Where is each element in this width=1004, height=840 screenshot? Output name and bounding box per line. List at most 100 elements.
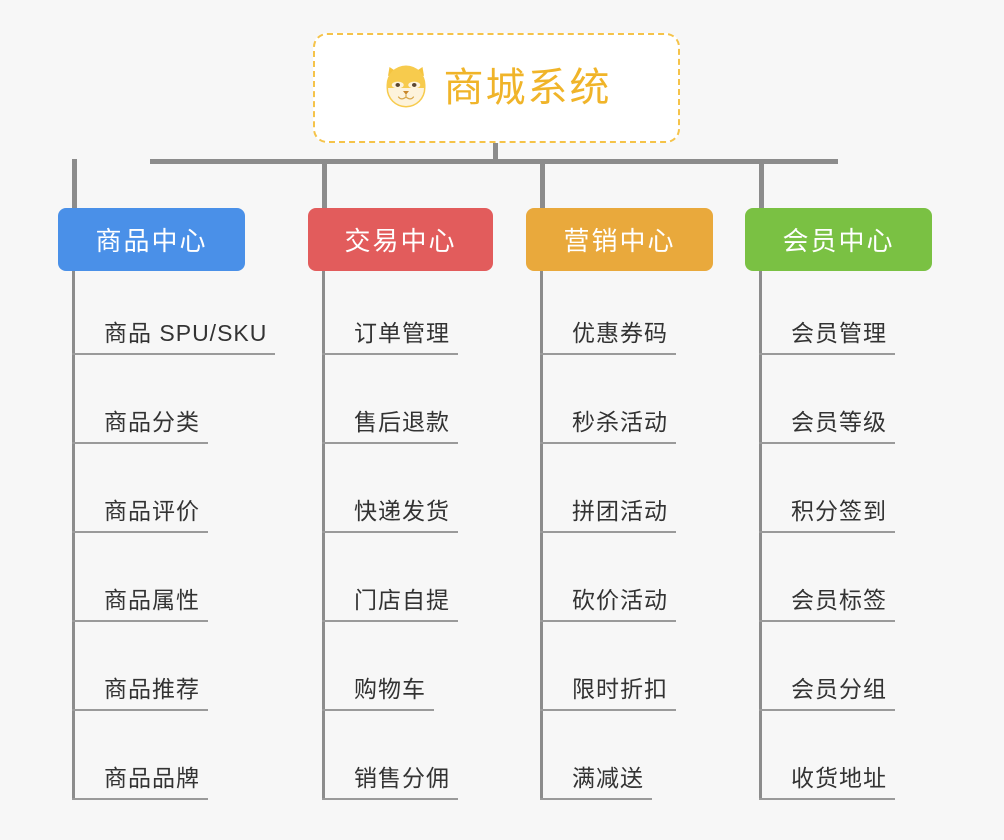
leaf-underline (540, 353, 676, 355)
leaf-label: 积分签到 (791, 498, 887, 524)
column-spine-marketing-center (540, 271, 543, 798)
leaf-item[interactable]: 销售分佣 (308, 716, 493, 805)
leaf-label: 售后退款 (354, 409, 450, 435)
connector-drop-transaction-center (322, 159, 327, 209)
leaf-underline (322, 709, 434, 711)
leaf-item[interactable]: 积分签到 (745, 449, 932, 538)
column-spine-product-center (72, 271, 75, 798)
leaf-label: 商品 SPU/SKU (104, 320, 268, 346)
leaf-label: 商品属性 (104, 587, 200, 613)
category-label: 会员中心 (782, 226, 895, 256)
leaf-label: 购物车 (354, 676, 426, 702)
leaf-label: 秒杀活动 (572, 409, 668, 435)
column-spine-transaction-center (322, 271, 325, 798)
column-product-center: 商品中心商品 SPU/SKU 商品分类商品评价商品属性商品推荐商品品牌 (58, 208, 275, 800)
leaf-item[interactable]: 门店自提 (308, 538, 493, 627)
leaf-underline (72, 798, 208, 800)
leaf-label: 销售分佣 (354, 765, 450, 791)
leaf-label: 商品推荐 (104, 676, 200, 702)
leaf-item[interactable]: 会员等级 (745, 360, 932, 449)
leaf-label: 收货地址 (791, 765, 887, 791)
leaf-underline (540, 798, 652, 800)
leaf-underline (759, 620, 895, 622)
leaf-label: 门店自提 (354, 587, 450, 613)
leaf-label: 商品品牌 (104, 765, 200, 791)
leaf-underline (72, 531, 208, 533)
leaf-underline (759, 353, 895, 355)
leaf-underline (540, 709, 676, 711)
leaf-item[interactable]: 商品 SPU/SKU (58, 271, 275, 360)
leaf-list-product-center: 商品 SPU/SKU 商品分类商品评价商品属性商品推荐商品品牌 (58, 271, 275, 805)
leaf-item[interactable]: 满减送 (526, 716, 713, 805)
connector-root-stem (493, 143, 498, 163)
leaf-underline (759, 531, 895, 533)
leaf-item[interactable]: 会员分组 (745, 627, 932, 716)
leaf-item[interactable]: 秒杀活动 (526, 360, 713, 449)
leaf-list-marketing-center: 优惠券码秒杀活动拼团活动砍价活动限时折扣满减送 (526, 271, 713, 805)
leaf-item[interactable]: 快递发货 (308, 449, 493, 538)
leaf-label: 会员分组 (791, 676, 887, 702)
leaf-item[interactable]: 拼团活动 (526, 449, 713, 538)
leaf-label: 会员标签 (791, 587, 887, 613)
leaf-label: 订单管理 (354, 320, 450, 346)
leaf-item[interactable]: 商品评价 (58, 449, 245, 538)
column-transaction-center: 交易中心订单管理售后退款快递发货门店自提购物车销售分佣 (308, 208, 493, 800)
leaf-item[interactable]: 砍价活动 (526, 538, 713, 627)
leaf-item[interactable]: 商品推荐 (58, 627, 245, 716)
connector-drop-product-center (72, 159, 77, 209)
leaf-underline (72, 709, 208, 711)
leaf-label: 商品评价 (104, 498, 200, 524)
leaf-label: 拼团活动 (572, 498, 668, 524)
category-box-transaction-center[interactable]: 交易中心 (308, 208, 493, 271)
leaf-item[interactable]: 售后退款 (308, 360, 493, 449)
leaf-item[interactable]: 会员标签 (745, 538, 932, 627)
leaf-label: 砍价活动 (572, 587, 668, 613)
leaf-label: 限时折扣 (572, 676, 668, 702)
leaf-underline (72, 353, 275, 355)
leaf-list-member-center: 会员管理会员等级积分签到会员标签会员分组收货地址 (745, 271, 932, 805)
leaf-list-transaction-center: 订单管理售后退款快递发货门店自提购物车销售分佣 (308, 271, 493, 805)
leaf-underline (540, 620, 676, 622)
leaf-item[interactable]: 优惠券码 (526, 271, 713, 360)
leaf-item[interactable]: 限时折扣 (526, 627, 713, 716)
leaf-item[interactable]: 商品分类 (58, 360, 245, 449)
column-marketing-center: 营销中心优惠券码秒杀活动拼团活动砍价活动限时折扣满减送 (526, 208, 713, 800)
leaf-item[interactable]: 购物车 (308, 627, 493, 716)
root-title: 商城系统 (443, 66, 612, 110)
leaf-underline (322, 798, 458, 800)
leaf-underline (322, 531, 458, 533)
leaf-label: 快递发货 (354, 498, 450, 524)
leaf-label: 优惠券码 (572, 320, 668, 346)
leaf-item[interactable]: 订单管理 (308, 271, 493, 360)
leaf-label: 商品分类 (104, 409, 200, 435)
leaf-underline (540, 531, 676, 533)
leaf-label: 满减送 (572, 765, 644, 791)
leaf-underline (759, 442, 895, 444)
leaf-underline (759, 798, 895, 800)
leaf-label: 会员等级 (791, 409, 887, 435)
leaf-underline (540, 442, 676, 444)
connector-drop-member-center (759, 159, 764, 209)
root-node[interactable]: 商城系统 (313, 33, 680, 143)
shiba-dog-icon (386, 65, 425, 108)
leaf-underline (72, 442, 208, 444)
leaf-item[interactable]: 收货地址 (745, 716, 932, 805)
leaf-underline (322, 442, 458, 444)
category-box-marketing-center[interactable]: 营销中心 (526, 208, 713, 271)
leaf-underline (72, 620, 208, 622)
leaf-item[interactable]: 会员管理 (745, 271, 932, 360)
category-box-product-center[interactable]: 商品中心 (58, 208, 245, 271)
connector-horizontal-bar (150, 159, 838, 164)
leaf-item[interactable]: 商品属性 (58, 538, 245, 627)
category-box-member-center[interactable]: 会员中心 (745, 208, 932, 271)
category-label: 交易中心 (344, 226, 457, 256)
leaf-underline (322, 353, 458, 355)
leaf-underline (759, 709, 895, 711)
connector-drop-marketing-center (540, 159, 545, 209)
column-member-center: 会员中心会员管理会员等级积分签到会员标签会员分组收货地址 (745, 208, 932, 800)
leaf-label: 会员管理 (791, 320, 887, 346)
leaf-underline (322, 620, 458, 622)
column-spine-member-center (759, 271, 762, 798)
leaf-item[interactable]: 商品品牌 (58, 716, 245, 805)
